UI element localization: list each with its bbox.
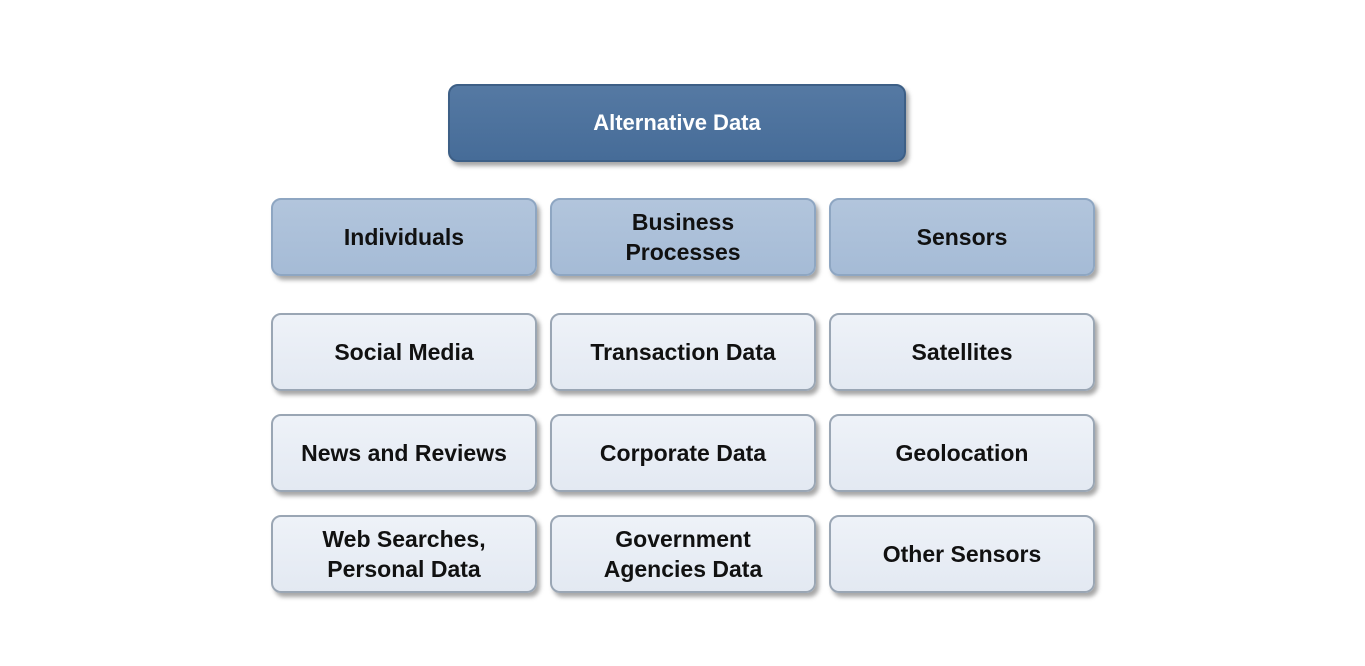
category-sensors: Sensors <box>829 198 1095 276</box>
root-node-alternative-data: Alternative Data <box>448 84 906 162</box>
leaf-satellites: Satellites <box>829 313 1095 391</box>
leaf-corporate-data: Corporate Data <box>550 414 816 492</box>
leaf-geolocation: Geolocation <box>829 414 1095 492</box>
category-individuals: Individuals <box>271 198 537 276</box>
leaf-social-media: Social Media <box>271 313 537 391</box>
category-business-processes: Business Processes <box>550 198 816 276</box>
leaf-other-sensors: Other Sensors <box>829 515 1095 593</box>
leaf-news-and-reviews: News and Reviews <box>271 414 537 492</box>
leaf-web-searches-personal-data: Web Searches, Personal Data <box>271 515 537 593</box>
leaf-government-agencies-data: Government Agencies Data <box>550 515 816 593</box>
leaf-transaction-data: Transaction Data <box>550 313 816 391</box>
